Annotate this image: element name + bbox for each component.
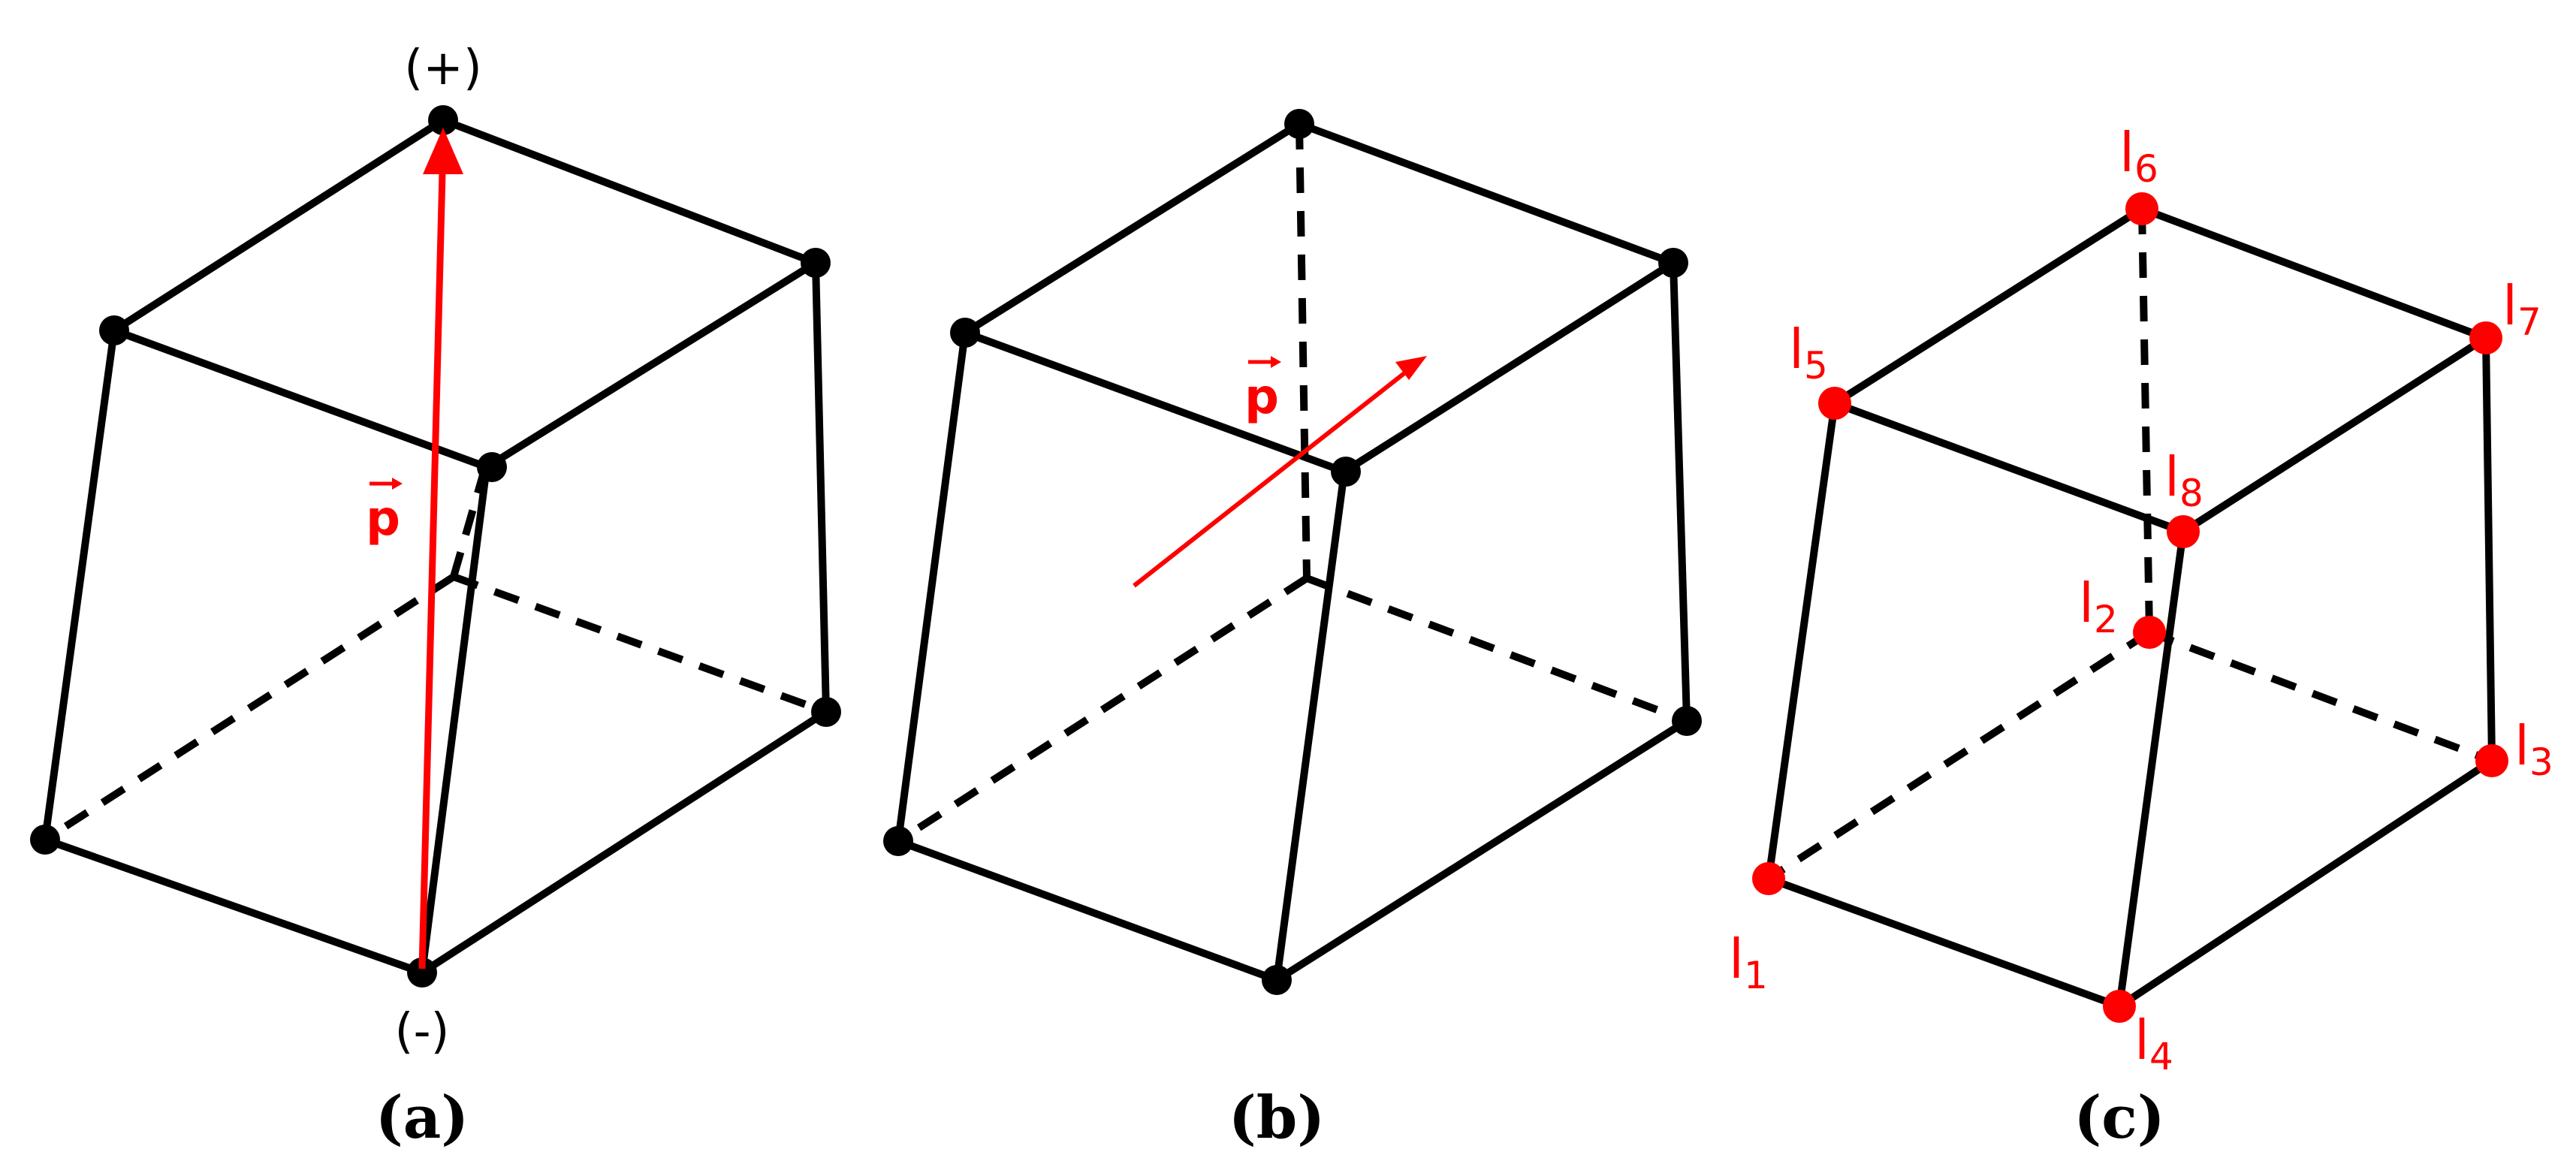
edge-hidden: [43, 573, 456, 843]
edge: [1831, 400, 2187, 535]
edge: [439, 116, 819, 267]
panel-c-caption: (c): [2074, 1084, 2164, 1152]
edge: [418, 708, 830, 976]
vertex: [1331, 457, 1361, 487]
edge: [2116, 528, 2187, 1010]
vector-p-arrowhead: [423, 128, 463, 174]
vertex: [1658, 248, 1688, 278]
vertex-l7: [2469, 321, 2502, 354]
edge: [1273, 717, 1691, 984]
vertex: [1262, 965, 1292, 995]
edge: [2116, 757, 2496, 1010]
edge: [961, 120, 1303, 336]
edge: [41, 327, 118, 843]
vertex: [407, 957, 437, 988]
vector-p-label: p: [366, 491, 400, 547]
vector-p-arrow: [1133, 368, 1410, 588]
edge: [894, 837, 1280, 984]
edge-hidden: [2148, 629, 2493, 764]
vertex-l6: [2125, 192, 2158, 225]
vertex: [1672, 706, 1702, 736]
polarity-positive-label: (+): [404, 41, 482, 96]
node-label-l6: l6: [2119, 121, 2158, 191]
edge: [961, 329, 1348, 475]
vertex: [477, 452, 507, 482]
panel-a-caption: (a): [376, 1084, 469, 1152]
vector-p-label: p: [1244, 369, 1279, 425]
vertex-l3: [2475, 744, 2508, 777]
panel-c: l1 l2 l3 l4 l5 l6 l7 l8 (c): [1729, 121, 2553, 1152]
edge: [812, 259, 830, 716]
vertex-l1: [1752, 862, 1785, 895]
edge-hidden: [2138, 208, 2153, 633]
edge: [1296, 120, 1677, 267]
vertex: [99, 315, 129, 345]
vertex: [428, 105, 458, 135]
vertex: [1284, 109, 1314, 139]
vector-p-arrowhead: [1395, 356, 1427, 380]
edge: [1765, 400, 1838, 882]
vertex: [811, 697, 841, 727]
node-label-l3: l3: [2514, 714, 2553, 784]
polarity-negative-label: (-): [394, 1004, 449, 1060]
vertex-l4: [2103, 990, 2136, 1023]
edge: [483, 259, 819, 471]
edge: [41, 836, 426, 976]
edge-hidden: [452, 573, 828, 716]
vertex: [801, 248, 831, 278]
edge-hidden: [1305, 574, 1688, 725]
panel-b: p (b): [883, 109, 1702, 1152]
vector-p-overarrow-head: [392, 478, 403, 490]
node-label-l4: l4: [2134, 1009, 2173, 1078]
edge: [110, 327, 490, 471]
node-label-l7: l7: [2502, 274, 2541, 344]
edge: [1765, 875, 2123, 1010]
node-label-l8: l8: [2164, 445, 2203, 515]
vertex-l8: [2167, 515, 2200, 548]
edge-hidden: [896, 574, 1309, 845]
edge: [1670, 259, 1691, 725]
edge: [2179, 334, 2490, 535]
vertex: [950, 318, 980, 348]
vertex: [30, 825, 60, 855]
edge: [2482, 334, 2496, 764]
vector-p-arrow: [418, 172, 446, 970]
vertex-l5: [1818, 387, 1851, 420]
vector-p-overarrow-head: [1271, 356, 1281, 368]
node-label-l5: l5: [1789, 318, 1828, 388]
edge: [418, 463, 490, 976]
edge: [110, 116, 447, 334]
node-label-l2: l2: [2079, 571, 2118, 641]
panel-b-caption: (b): [1229, 1084, 1325, 1152]
edge: [1831, 205, 2146, 407]
edge: [1273, 468, 1348, 984]
vertex-l2: [2133, 616, 2166, 649]
edge: [2138, 205, 2490, 342]
edge: [894, 329, 969, 845]
vertex: [883, 826, 913, 856]
edge-hidden: [1296, 123, 1311, 579]
edge: [1341, 259, 1677, 475]
node-label-l1: l1: [1729, 927, 1768, 997]
edge-hidden: [1766, 629, 2152, 882]
panel-a: (+) (-) p (a): [30, 41, 841, 1152]
